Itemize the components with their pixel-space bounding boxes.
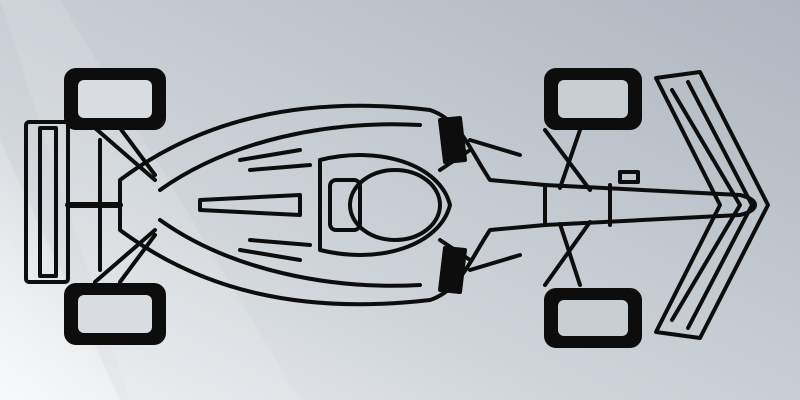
- rear-wing: [24, 120, 123, 284]
- front-wing: [654, 70, 770, 340]
- f1-car-silhouette: [24, 68, 770, 348]
- nose: [543, 183, 757, 227]
